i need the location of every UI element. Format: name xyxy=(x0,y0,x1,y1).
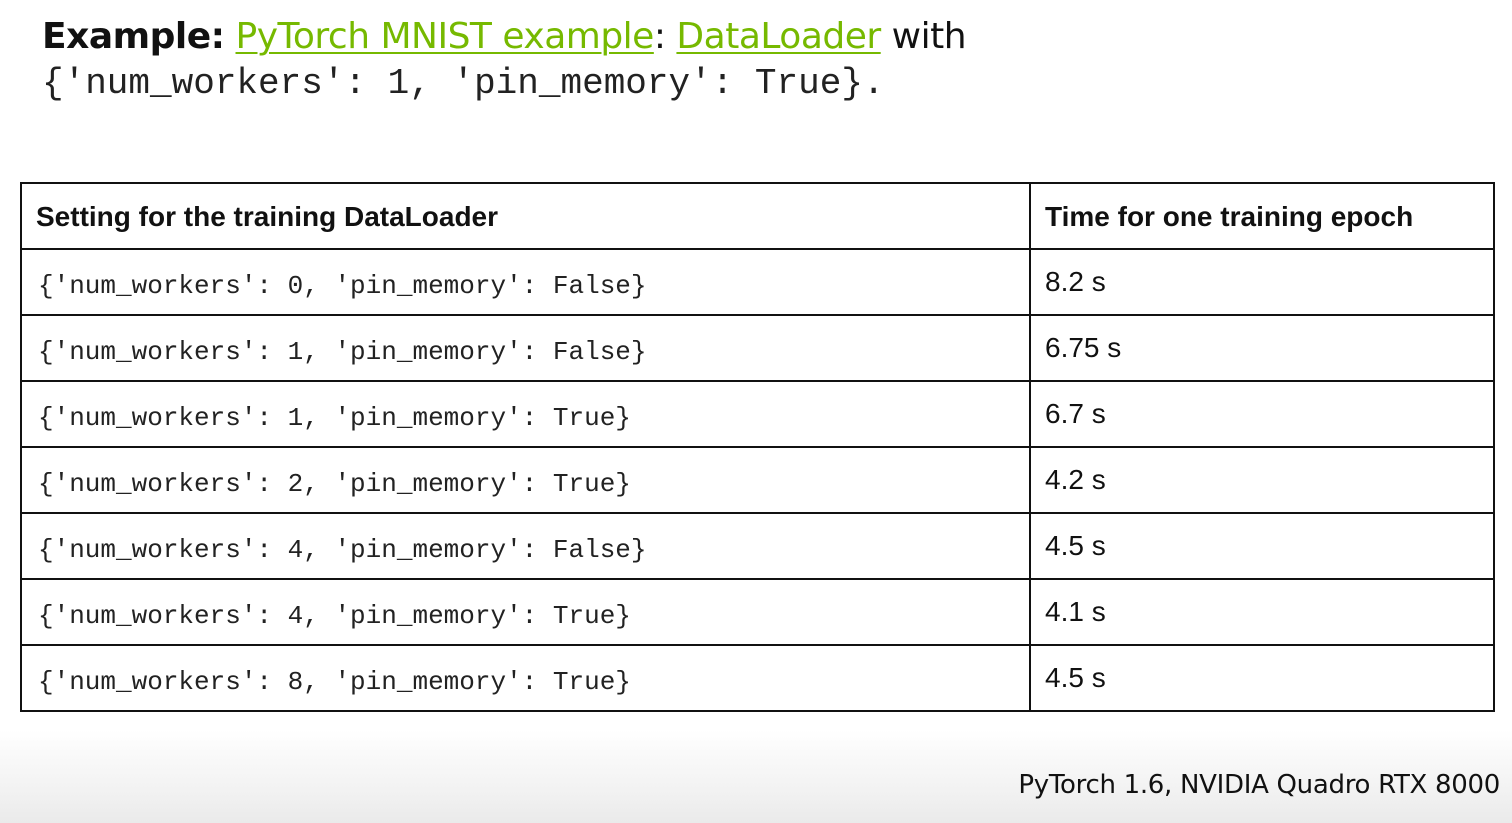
time-cell: 8.2 s xyxy=(1029,248,1495,316)
setting-cell: {'num_workers': 4, 'pin_memory': False} xyxy=(20,512,1031,580)
table-row: {'num_workers': 1, 'pin_memory': True} 6… xyxy=(20,380,1495,448)
setting-cell: {'num_workers': 0, 'pin_memory': False} xyxy=(20,248,1031,316)
setting-cell: {'num_workers': 1, 'pin_memory': True} xyxy=(20,380,1031,448)
setting-cell: {'num_workers': 1, 'pin_memory': False} xyxy=(20,314,1031,382)
setting-cell: {'num_workers': 4, 'pin_memory': True} xyxy=(20,578,1031,646)
time-cell: 4.5 s xyxy=(1029,644,1495,712)
heading-code: {'num_workers': 1, 'pin_memory': True}. xyxy=(42,63,885,104)
header-setting: Setting for the training DataLoader xyxy=(20,182,1031,250)
time-cell: 6.7 s xyxy=(1029,380,1495,448)
table-row: {'num_workers': 8, 'pin_memory': True} 4… xyxy=(20,644,1495,712)
hardware-footnote: PyTorch 1.6, NVIDIA Quadro RTX 8000 xyxy=(1018,770,1500,800)
example-heading: Example: PyTorch MNIST example: DataLoad… xyxy=(42,12,967,62)
time-cell: 4.1 s xyxy=(1029,578,1495,646)
table-row: {'num_workers': 4, 'pin_memory': False} … xyxy=(20,512,1495,580)
heading-prefix: Example: xyxy=(42,16,225,57)
table-row: {'num_workers': 4, 'pin_memory': True} 4… xyxy=(20,578,1495,646)
time-cell: 6.75 s xyxy=(1029,314,1495,382)
table-row: {'num_workers': 2, 'pin_memory': True} 4… xyxy=(20,446,1495,514)
dataloader-link[interactable]: DataLoader xyxy=(676,16,881,57)
table-row: {'num_workers': 0, 'pin_memory': False} … xyxy=(20,248,1495,316)
heading-suffix: with xyxy=(891,16,967,57)
setting-cell: {'num_workers': 8, 'pin_memory': True} xyxy=(20,644,1031,712)
results-table: Setting for the training DataLoader Time… xyxy=(20,182,1495,712)
heading-separator: : xyxy=(653,16,666,57)
time-cell: 4.5 s xyxy=(1029,512,1495,580)
table-header-row: Setting for the training DataLoader Time… xyxy=(20,182,1495,250)
time-cell: 4.2 s xyxy=(1029,446,1495,514)
header-time: Time for one training epoch xyxy=(1029,182,1495,250)
pytorch-mnist-example-link[interactable]: PyTorch MNIST example xyxy=(235,16,655,57)
setting-cell: {'num_workers': 2, 'pin_memory': True} xyxy=(20,446,1031,514)
table-row: {'num_workers': 1, 'pin_memory': False} … xyxy=(20,314,1495,382)
